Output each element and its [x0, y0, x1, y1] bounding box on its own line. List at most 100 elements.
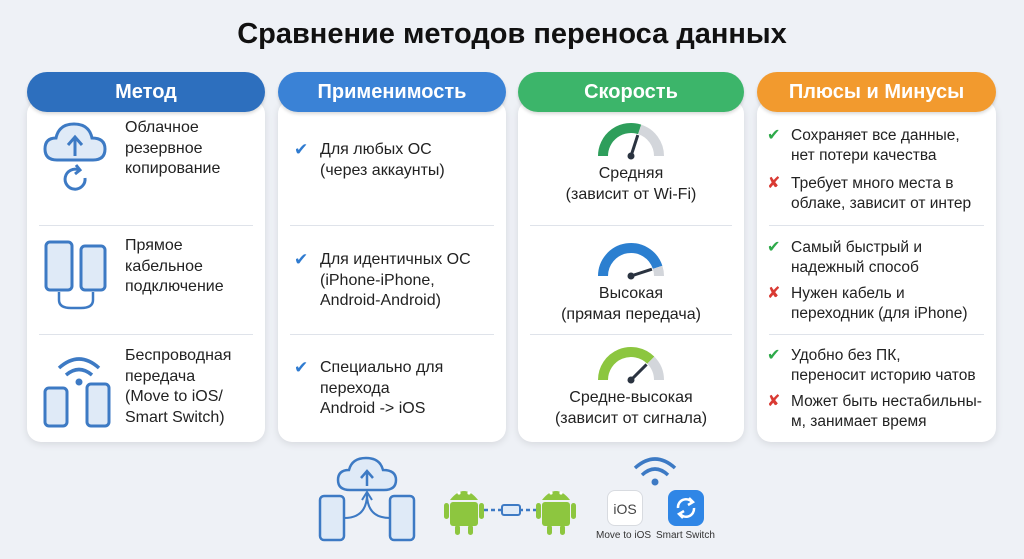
cable-phones-icon — [44, 240, 107, 310]
applicability-line: Android -> iOS — [320, 400, 426, 417]
check-icon: ✔ — [294, 358, 309, 377]
method-label-line: копирование — [125, 160, 221, 177]
speed-row: Высокая (прямая передача) — [518, 240, 744, 325]
gauge-arc — [598, 347, 655, 381]
method-header: Метод — [27, 72, 265, 112]
applicability-item: ✔ Для идентичных ОС (iPhone-iPhone, Andr… — [294, 250, 498, 312]
row-divider — [530, 334, 732, 335]
cross-icon: ✘ — [767, 393, 781, 410]
row-divider — [39, 225, 253, 226]
speed-note: (прямая передача) — [561, 305, 701, 323]
applicability-card: ✔ Для любых ОС (через аккаунты) ✔ Для ид… — [278, 100, 506, 442]
speedometer-icon — [598, 347, 664, 384]
con-item: ✘ Может быть нестабильны- м, занимает вр… — [767, 392, 992, 432]
gauge-arc — [637, 124, 664, 157]
method-label-line: Smart Switch) — [125, 408, 225, 426]
method-label-line: кабельное — [125, 257, 203, 275]
pro-line: Самый быстрый и — [791, 239, 923, 256]
pro-line: Удобно без ПК, — [791, 347, 901, 364]
applicability-line: Для идентичных ОС — [320, 251, 471, 268]
con-line: Нужен кабель и — [791, 285, 905, 302]
speed-label: Высокая — [598, 285, 664, 302]
row-divider — [769, 334, 984, 335]
smart-switch-app-icon — [668, 490, 704, 526]
checkmark-icon: ✔ — [767, 347, 781, 364]
row-divider — [290, 225, 494, 226]
applicability-line: перехода — [320, 379, 390, 397]
pro-line: Сохраняет все данные, — [791, 127, 960, 144]
applicability-line: Android-Android) — [320, 292, 441, 309]
move-to-ios-app-icon: iOS — [607, 490, 643, 526]
pros-cons-column: Плюсы и Минусы ✔ Сохраняет все данные, н… — [757, 72, 996, 442]
applicability-item: ✔ Специально для перехода Android -> iOS — [294, 358, 498, 420]
con-line: переходник (для iPhone) — [791, 305, 968, 322]
gauge-arc — [647, 356, 664, 381]
applicability-line: Для любых ОС — [320, 141, 432, 158]
method-label-line: Прямое — [125, 237, 183, 254]
method-card: Облачное резервное копирование Прямое ка… — [27, 100, 265, 442]
pros-cons-card: ✔ Сохраняет все данные, нет потери качес… — [757, 100, 996, 442]
cross-icon: ✘ — [767, 175, 781, 192]
gauge-hub — [627, 152, 635, 160]
checkmark-icon: ✔ — [767, 239, 781, 256]
con-line: Требует много места в — [791, 175, 954, 192]
checkmark-icon: ✔ — [767, 127, 781, 144]
pros-cons-header: Плюсы и Минусы — [757, 72, 996, 112]
applicability-column: Применимость ✔ Для любых ОС (через аккау… — [278, 72, 506, 442]
cloud-backup-icon — [43, 122, 107, 191]
applicability-line: (iPhone-iPhone, — [320, 271, 435, 289]
applicability-line: Специально для — [320, 359, 444, 376]
check-icon: ✔ — [294, 250, 309, 269]
speed-header: Скорость — [518, 72, 744, 112]
move-to-ios-label: Move to iOS — [596, 530, 652, 541]
wifi-icon — [633, 457, 677, 486]
gauge-hub — [627, 376, 635, 384]
speed-row: Средняя (зависит от Wi-Fi) — [518, 120, 744, 205]
pro-line: надежный способ — [791, 259, 919, 276]
method-column: Метод Облачное резервное копирование — [27, 72, 265, 442]
speed-card: Средняя (зависит от Wi-Fi) Высокая (прям… — [518, 100, 744, 442]
ios-app-label: iOS — [613, 501, 637, 517]
wireless-phones-icon — [43, 357, 111, 428]
speed-note: (зависит от сигнала) — [554, 409, 708, 427]
speed-label: Средне-высокая — [569, 389, 693, 406]
applicability-header: Применимость — [278, 72, 506, 112]
method-label-line: (Move to iOS/ — [125, 388, 223, 405]
pro-line: нет потери качества — [791, 147, 937, 164]
pro-item: ✔ Сохраняет все данные, нет потери качес… — [767, 126, 992, 166]
page-title: Сравнение методов переноса данных — [237, 18, 787, 50]
gauge-arc — [598, 243, 663, 277]
speed-label: Средняя — [598, 165, 664, 182]
gauge-needle — [629, 363, 648, 382]
speed-row: Средне-высокая (зависит от сигнала) — [518, 344, 744, 429]
method-label-line: подключение — [125, 278, 224, 295]
con-item: ✘ Нужен кабель и переходник (для iPhone) — [767, 284, 992, 324]
row-divider — [39, 334, 253, 335]
speed-note: (зависит от Wi-Fi) — [565, 185, 697, 203]
gauge-needle — [630, 267, 653, 278]
speedometer-icon — [598, 243, 664, 280]
method-row-wireless: Беспроводная передача (Move to iOS/ Smar… — [27, 340, 265, 440]
applicability-line: (через аккаунты) — [320, 161, 445, 179]
check-icon: ✔ — [294, 140, 309, 159]
gauge-needle — [629, 134, 640, 157]
method-label-line: передача — [125, 367, 196, 385]
pro-item: ✔ Самый быстрый и надежный способ — [767, 238, 992, 278]
method-label-line: Облачное — [125, 119, 199, 136]
method-row-cable: Прямое кабельное подключение — [27, 230, 265, 330]
con-line: м, занимает время — [791, 413, 927, 430]
method-label-line: Беспроводная — [125, 347, 232, 364]
row-divider — [290, 334, 494, 335]
cross-icon: ✘ — [767, 285, 781, 302]
gauge-arc — [598, 123, 642, 157]
smart-switch-label: Smart Switch — [656, 530, 715, 541]
android-cable-illustration — [444, 491, 576, 535]
row-divider — [530, 225, 732, 226]
cloud-transfer-illustration — [318, 456, 416, 542]
sync-arrows-icon — [676, 497, 696, 519]
con-line: облаке, зависит от интер — [791, 195, 972, 212]
applicability-item: ✔ Для любых ОС (через аккаунты) — [294, 140, 498, 181]
pro-item: ✔ Удобно без ПК, переносит историю чатов — [767, 346, 992, 386]
method-label-line: резервное — [125, 139, 203, 157]
con-line: Может быть нестабильны- — [791, 393, 982, 410]
